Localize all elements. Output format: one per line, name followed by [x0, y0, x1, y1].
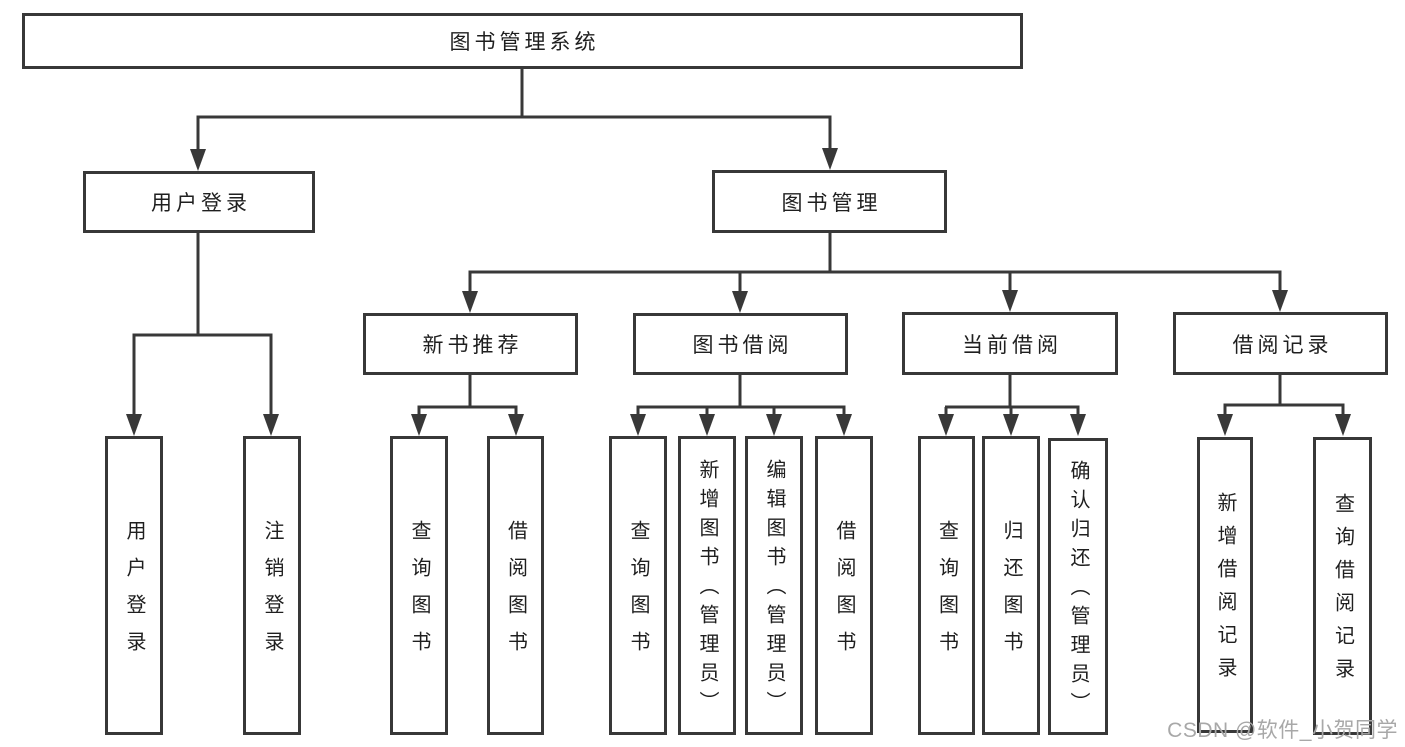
- node-leaf-bb-add-books-label: 新增图书（管理员）: [696, 459, 718, 720]
- node-leaf-br-query-record: 查询借阅记录: [1313, 437, 1372, 735]
- node-leaf-nb-query-books-label: 查询图书: [408, 519, 430, 668]
- node-borrow-records-label: 借阅记录: [1232, 333, 1333, 357]
- node-branch-user-login: 用户登录: [83, 171, 315, 233]
- node-leaf-nb-borrow-books: 借阅图书: [487, 436, 544, 735]
- node-leaf-bb-query-books: 查询图书: [609, 436, 667, 735]
- node-borrow-records: 借阅记录: [1173, 312, 1388, 375]
- node-leaf-user-login-label: 用户登录: [123, 519, 145, 668]
- node-leaf-bb-query-books-label: 查询图书: [627, 519, 649, 668]
- node-root-label: 图书管理系统: [449, 31, 600, 54]
- node-leaf-bb-edit-books: 编辑图书（管理员）: [745, 436, 803, 735]
- node-leaf-bb-borrow-books: 借阅图书: [815, 436, 873, 735]
- node-new-books-label: 新书推荐: [422, 334, 523, 357]
- node-current-borrow-label: 当前借阅: [962, 333, 1062, 357]
- node-root: 图书管理系统: [22, 13, 1023, 69]
- node-book-borrow: 图书借阅: [633, 313, 848, 375]
- node-leaf-bb-edit-books-label: 编辑图书（管理员）: [763, 459, 785, 720]
- node-leaf-logout: 注销登录: [243, 436, 301, 735]
- node-leaf-bb-borrow-books-label: 借阅图书: [833, 519, 855, 668]
- node-leaf-cb-confirm-return: 确认归还（管理员）: [1048, 438, 1108, 735]
- node-leaf-cb-query-books-label: 查询图书: [935, 519, 958, 668]
- node-leaf-bb-add-books: 新增图书（管理员）: [678, 436, 736, 735]
- node-book-borrow-label: 图书借阅: [692, 334, 793, 357]
- node-leaf-user-login: 用户登录: [105, 436, 163, 735]
- node-new-books: 新书推荐: [363, 313, 578, 375]
- watermark: CSDN @软件_小贺同学: [1167, 719, 1398, 742]
- node-leaf-cb-return-books-label: 归还图书: [1000, 519, 1022, 668]
- node-leaf-nb-borrow-books-label: 借阅图书: [504, 519, 527, 668]
- node-branch-book-mgmt: 图书管理: [712, 170, 947, 233]
- node-leaf-cb-query-books: 查询图书: [918, 436, 975, 735]
- node-leaf-br-add-record: 新增借阅记录: [1197, 437, 1253, 733]
- node-leaf-logout-label: 注销登录: [261, 519, 283, 668]
- node-leaf-nb-query-books: 查询图书: [390, 436, 448, 735]
- node-leaf-br-query-record-label: 查询借阅记录: [1331, 493, 1354, 691]
- node-branch-book-mgmt-label: 图书管理: [781, 191, 882, 215]
- node-leaf-cb-return-books: 归还图书: [982, 436, 1040, 735]
- node-branch-user-login-label: 用户登录: [151, 192, 251, 215]
- node-current-borrow: 当前借阅: [902, 312, 1118, 375]
- node-leaf-cb-confirm-return-label: 确认归还（管理员）: [1067, 460, 1089, 721]
- node-leaf-br-add-record-label: 新增借阅记录: [1214, 492, 1236, 690]
